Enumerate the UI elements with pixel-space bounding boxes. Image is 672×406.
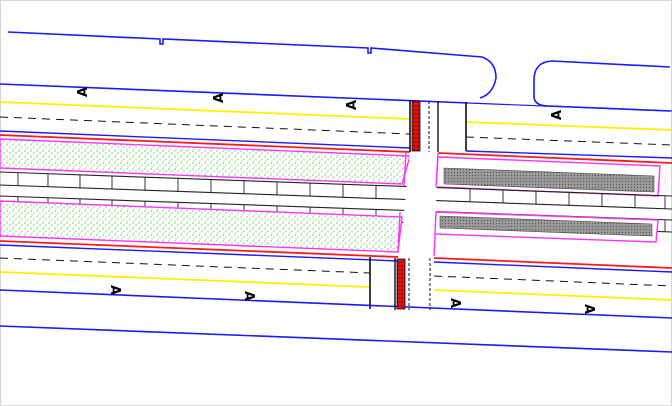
lower-yellow-line-right [433,289,672,301]
crossing-edge-left [403,151,407,187]
top-right-island-outline [533,60,671,112]
lower-red-line [0,240,399,258]
upper-dashed-lane-right [465,136,672,146]
lower-red-line-right [433,257,672,269]
upper-right-platform-hatch [443,167,655,193]
lane-arrows: A A A A A A A A [76,87,596,314]
upper-red-line [0,134,411,153]
lower-dashed-lane-right [433,275,672,287]
lower-dashed-lane [0,257,371,274]
lane-direction-arrow-icon: A [447,298,462,308]
upper-road-edge [0,83,469,104]
crossing-edge-right-lower [433,211,437,257]
lane-direction-arrow-icon: A [345,100,360,110]
lower-yellow-line [0,271,371,288]
lower-outer-edge [0,289,672,319]
lane-direction-arrow-icon: A [212,93,227,103]
crossing-gap [400,152,438,258]
lower-inner-edge-right [433,261,672,273]
upper-median-vegetation [0,138,411,185]
rail-ties-upper [17,173,666,209]
lane-direction-arrow-icon: A [107,285,122,295]
crossing-edge-left-lower [397,211,401,253]
upper-dashed-lane [0,116,411,135]
lower-crosswalk [369,257,431,310]
lane-direction-arrow-icon: A [76,87,91,97]
upper-road-edge-right [467,102,672,112]
upper-yellow-line [0,101,411,120]
upper-yellow-line-right [465,121,672,131]
upper-inner-edge-right [465,150,672,159]
upper-crosswalk [409,100,467,152]
lower-inner-edge [0,244,399,262]
lane-direction-arrow-icon: A [241,291,256,301]
crossing-edge-right [435,152,439,188]
bottom-sidewalk-edge [0,325,672,353]
lower-right-platform-hatch [439,215,653,237]
upper-inner-edge [0,130,411,149]
lane-direction-arrow-icon: A [581,304,596,314]
lane-direction-arrow-icon: A [550,110,565,120]
top-curb-outline [7,31,497,99]
upper-red-line-right [437,152,672,164]
